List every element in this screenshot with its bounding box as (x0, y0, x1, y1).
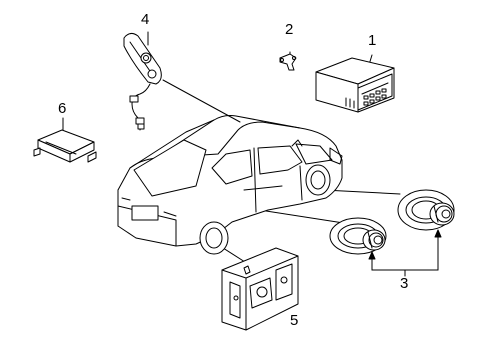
callout-4: 4 (141, 11, 150, 28)
callout-1: 1 (368, 32, 377, 49)
antenna-connector (279, 53, 297, 71)
speaker-front (397, 189, 455, 231)
callout-2: 2 (285, 21, 294, 38)
callout-3: 3 (400, 275, 409, 292)
radio-head-unit (315, 57, 395, 113)
callout-6: 6 (58, 100, 67, 117)
speaker-bracket-panel (221, 247, 299, 331)
speaker-rear (329, 217, 387, 255)
vehicle-body (117, 115, 343, 255)
callout-5: 5 (290, 312, 299, 329)
amplifier-module (33, 129, 97, 163)
tweeter-bracket (123, 32, 162, 131)
